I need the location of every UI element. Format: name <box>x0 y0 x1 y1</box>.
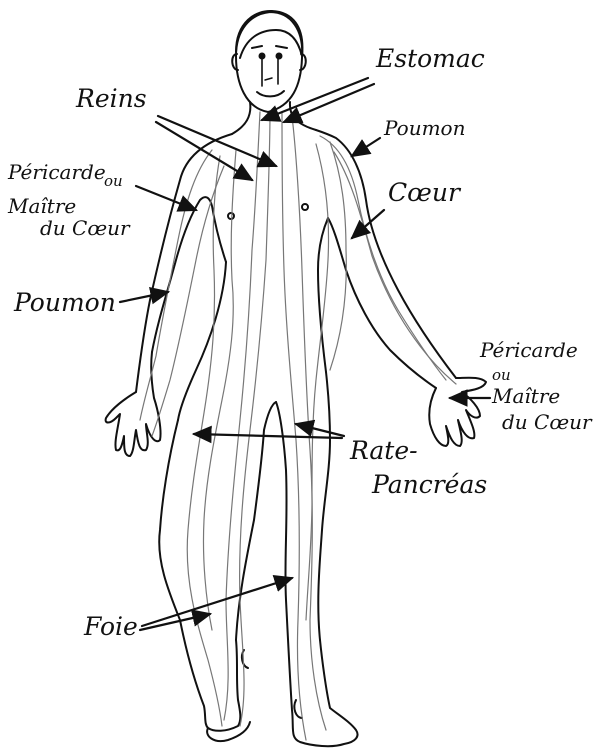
label-pericarde-left: Péricarde <box>8 162 106 183</box>
label-pericarde-right: Péricarde <box>480 340 578 361</box>
label-rate: Rate- <box>350 438 418 464</box>
label-maitre-right: Maître <box>492 386 560 407</box>
arrow-estomac-2 <box>284 84 374 122</box>
arrow-rate-2 <box>296 424 344 436</box>
label-foie: Foie <box>84 614 138 640</box>
arrow-poumon-l <box>120 292 168 302</box>
hair <box>236 11 302 58</box>
label-du-coeur-left: du Cœur <box>40 218 130 239</box>
arrow-foie-2 <box>142 578 292 626</box>
right-leg-outer <box>318 372 330 640</box>
label-estomac: Estomac <box>376 46 485 72</box>
label-reins: Reins <box>76 86 147 112</box>
left-arm-inner <box>152 197 226 352</box>
arrow-pericarde-l <box>136 186 196 210</box>
label-ou-right: ou <box>492 368 511 384</box>
arrow-rate-1 <box>194 434 342 438</box>
label-ou-left: ou <box>104 174 123 190</box>
label-du-coeur-right: du Cœur <box>502 412 592 433</box>
torso-left <box>178 262 226 420</box>
arrow-poumon-r <box>352 138 380 156</box>
label-maitre-left: Maître <box>8 196 76 217</box>
label-pancreas: Pancréas <box>372 472 487 498</box>
label-coeur: Cœur <box>388 180 460 206</box>
label-poumon-right: Poumon <box>384 118 465 139</box>
label-poumon-left: Poumon <box>14 290 116 316</box>
